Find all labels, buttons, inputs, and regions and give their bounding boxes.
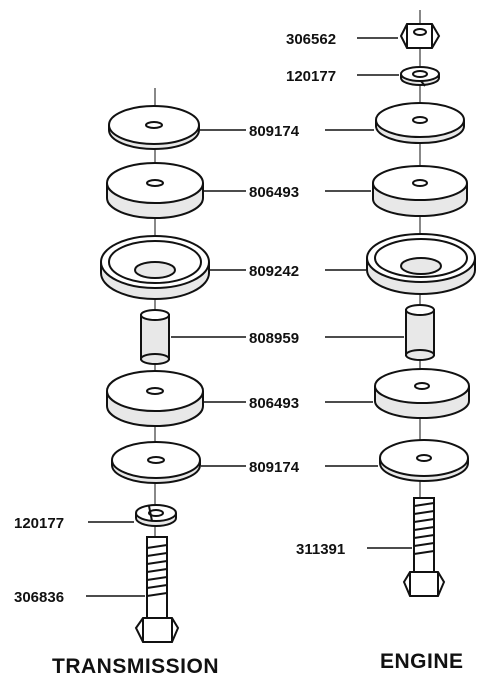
engine-lock-washer xyxy=(400,66,440,87)
transmission-lock-washer xyxy=(135,504,177,527)
part-number-label: 808959 xyxy=(249,330,299,347)
transmission-heading: TRANSMISSION xyxy=(52,655,219,677)
transmission-top-rubber-cushion xyxy=(106,162,204,219)
part-number-label: 306836 xyxy=(14,589,64,606)
engine-hex-bolt xyxy=(402,497,446,597)
engine-bottom-flat-washer xyxy=(379,439,469,482)
engine-hex-nut xyxy=(399,23,441,49)
transmission-hex-bolt xyxy=(134,536,180,643)
engine-top-flat-washer xyxy=(375,102,465,144)
transmission-bottom-rubber-cushion xyxy=(106,370,204,427)
transmission-retainer-cup xyxy=(100,235,210,300)
part-number-label: 806493 xyxy=(249,184,299,201)
engine-spacer-sleeve xyxy=(405,304,435,361)
transmission-top-flat-washer xyxy=(108,105,200,150)
part-number-label: 809174 xyxy=(249,459,300,476)
engine-top-rubber-cushion xyxy=(372,165,468,217)
part-number-label: 306562 xyxy=(286,31,336,48)
engine-retainer-cup xyxy=(366,233,476,295)
part-number-label: 809242 xyxy=(249,263,299,280)
part-number-label: 311391 xyxy=(296,541,345,558)
part-number-label: 120177 xyxy=(14,515,64,532)
engine-heading: ENGINE xyxy=(380,650,464,673)
part-number-label: 120177 xyxy=(286,68,336,85)
transmission-spacer-sleeve xyxy=(140,309,170,365)
engine-bottom-rubber-cushion xyxy=(374,368,470,419)
part-number-label: 806493 xyxy=(249,395,299,412)
part-number-label: 809174 xyxy=(249,123,300,140)
transmission-bottom-flat-washer xyxy=(111,441,201,484)
